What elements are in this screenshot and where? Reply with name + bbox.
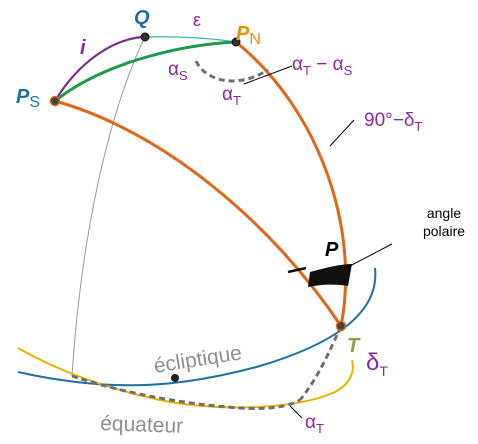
- dashed-hour-arc: [298, 325, 343, 401]
- label-alpha-t-equator: αT: [305, 412, 324, 436]
- pn-to-t-arc: [235, 40, 348, 327]
- point-ps: [49, 95, 61, 107]
- label-delta-t: δT: [366, 349, 388, 379]
- label-angle-line1: angle: [427, 205, 461, 221]
- meridian-q-arc: [71, 36, 146, 377]
- label-equateur: équateur: [100, 412, 184, 438]
- label-alpha-difference: αT − αS: [292, 54, 353, 78]
- alpha-difference-pointer: [243, 65, 293, 85]
- label-pn: PN: [236, 23, 261, 48]
- label-q: Q: [134, 7, 150, 29]
- polar-angle-pointer: [345, 243, 393, 269]
- label-t: T: [347, 335, 361, 357]
- label-angle-line2: polaire: [423, 223, 465, 239]
- alpha-difference-arc: [194, 60, 269, 83]
- label-alpha-t: αT: [222, 84, 241, 108]
- alpha-t-equator-pointer: [289, 405, 303, 419]
- label-epsilon: ε: [193, 10, 201, 30]
- polar-angle-tick: [287, 266, 307, 274]
- label-alpha-s: αS: [168, 59, 188, 83]
- codeclination-pointer: [329, 119, 355, 147]
- point-ecliptic: [171, 374, 179, 382]
- dashed-equator-arc: [71, 374, 301, 410]
- epsilon-arc: [144, 36, 237, 43]
- inclination-arc: [54, 35, 146, 102]
- label-ecliptique: écliptique: [152, 341, 243, 378]
- point-q: [140, 32, 150, 42]
- point-pn: [231, 37, 241, 47]
- ps-to-t-arc: [54, 99, 343, 327]
- label-i: i: [80, 37, 86, 59]
- green-arc: [54, 40, 237, 103]
- label-codeclination: 90°−δT: [364, 110, 422, 134]
- label-ps: PS: [16, 86, 40, 111]
- polar-angle-wedge: [308, 264, 352, 287]
- point-t: [335, 320, 347, 332]
- label-p-angle: P: [325, 239, 339, 261]
